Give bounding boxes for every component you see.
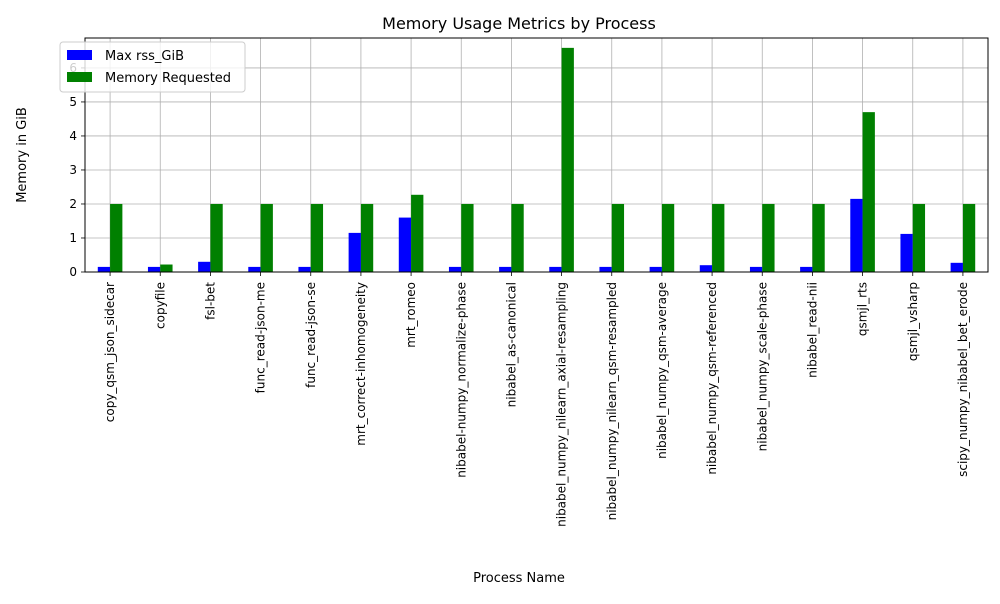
bar-max-rss bbox=[97, 266, 111, 272]
bar-memory-requested bbox=[461, 203, 474, 272]
bar-max-rss bbox=[649, 266, 662, 272]
x-axis-title: Process Name bbox=[473, 571, 565, 586]
bar-memory-requested bbox=[712, 203, 725, 272]
bar-max-rss bbox=[699, 265, 713, 272]
bar-max-rss bbox=[800, 266, 813, 272]
x-tick-label: qsmjl_vsharp bbox=[906, 282, 920, 361]
axis-ticks: 0123456copy_qsm_json_sidecarcopyfilefsl-… bbox=[69, 61, 970, 527]
legend: Max rss_GiB Memory Requested bbox=[59, 41, 246, 93]
bar-max-rss bbox=[499, 266, 512, 272]
legend-swatch-max-rss bbox=[67, 50, 92, 60]
bar-memory-requested bbox=[862, 112, 875, 272]
bar-max-rss bbox=[147, 266, 161, 272]
bar-max-rss bbox=[549, 266, 562, 272]
legend-swatch-memory-requested bbox=[67, 72, 92, 82]
x-tick-label: func_read-json-me bbox=[254, 282, 268, 393]
legend-label-memory-requested: Memory Requested bbox=[105, 71, 231, 86]
bar-memory-requested bbox=[160, 264, 173, 272]
x-tick-label: nibabel_numpy_nilearn_qsm-resampled bbox=[605, 282, 619, 520]
bar-memory-requested bbox=[411, 194, 424, 272]
bar-max-rss bbox=[599, 266, 612, 272]
x-tick-label: qsmjl_rts bbox=[856, 282, 870, 336]
bar-memory-requested bbox=[912, 203, 926, 272]
bar-max-rss bbox=[398, 217, 412, 272]
bar-memory-requested bbox=[962, 203, 976, 272]
x-tick-label: nibabel_numpy_nilearn_axial-resampling bbox=[555, 282, 569, 527]
x-tick-label: scipy_numpy_nibabel_bet_erode bbox=[956, 282, 970, 477]
bar-max-rss bbox=[248, 266, 261, 272]
x-tick-label: copy_qsm_json_sidecar bbox=[103, 282, 117, 422]
bar-max-rss bbox=[348, 232, 361, 272]
y-tick-label: 5 bbox=[69, 95, 77, 109]
x-tick-label: nibabel_read-nii bbox=[805, 282, 819, 378]
x-tick-label: fsl-bet bbox=[203, 282, 217, 320]
plot-frame bbox=[84, 37, 989, 273]
bar-memory-requested bbox=[812, 203, 825, 272]
y-tick-label: 4 bbox=[69, 129, 77, 143]
x-tick-label: mrt_romeo bbox=[404, 282, 418, 348]
y-tick-label: 3 bbox=[69, 163, 77, 177]
legend-box bbox=[59, 41, 246, 93]
bar-memory-requested bbox=[210, 203, 223, 272]
x-tick-label: nibabel_numpy_scale-phase bbox=[755, 282, 769, 451]
bar-memory-requested bbox=[661, 203, 675, 272]
bar-memory-requested bbox=[762, 203, 775, 272]
y-tick-label: 1 bbox=[69, 231, 77, 245]
y-axis-title: Memory in GiB bbox=[15, 107, 30, 203]
chart-title: Memory Usage Metrics by Process bbox=[382, 14, 656, 33]
bar-max-rss bbox=[298, 266, 311, 272]
x-tick-label: copyfile bbox=[153, 282, 167, 329]
bar-memory-requested bbox=[611, 203, 625, 272]
x-tick-label: nibabel_numpy_qsm-referenced bbox=[705, 282, 719, 475]
bar-memory-requested bbox=[110, 203, 123, 272]
bars bbox=[97, 47, 976, 272]
bar-max-rss bbox=[950, 262, 963, 272]
bar-max-rss bbox=[850, 198, 863, 272]
bar-max-rss bbox=[198, 261, 211, 272]
bar-memory-requested bbox=[260, 203, 273, 272]
x-tick-label: nibabel_as-canonical bbox=[504, 282, 518, 407]
bar-memory-requested bbox=[310, 203, 324, 272]
x-tick-label: nibabel-numpy_normalize-phase bbox=[454, 282, 468, 478]
legend-label-max-rss: Max rss_GiB bbox=[105, 49, 184, 64]
bar-memory-requested bbox=[561, 47, 574, 272]
x-tick-label: mrt_correct-inhomogeneity bbox=[354, 282, 368, 446]
y-tick-label: 2 bbox=[69, 197, 77, 211]
bar-memory-requested bbox=[511, 203, 524, 272]
bar-max-rss bbox=[900, 233, 913, 272]
bar-memory-requested bbox=[360, 203, 374, 272]
bar-max-rss bbox=[749, 266, 763, 272]
x-tick-label: func_read-json-se bbox=[304, 282, 318, 388]
bar-max-rss bbox=[448, 266, 462, 272]
x-tick-label: nibabel_numpy_qsm-average bbox=[655, 282, 669, 459]
y-tick-label: 0 bbox=[69, 265, 77, 279]
